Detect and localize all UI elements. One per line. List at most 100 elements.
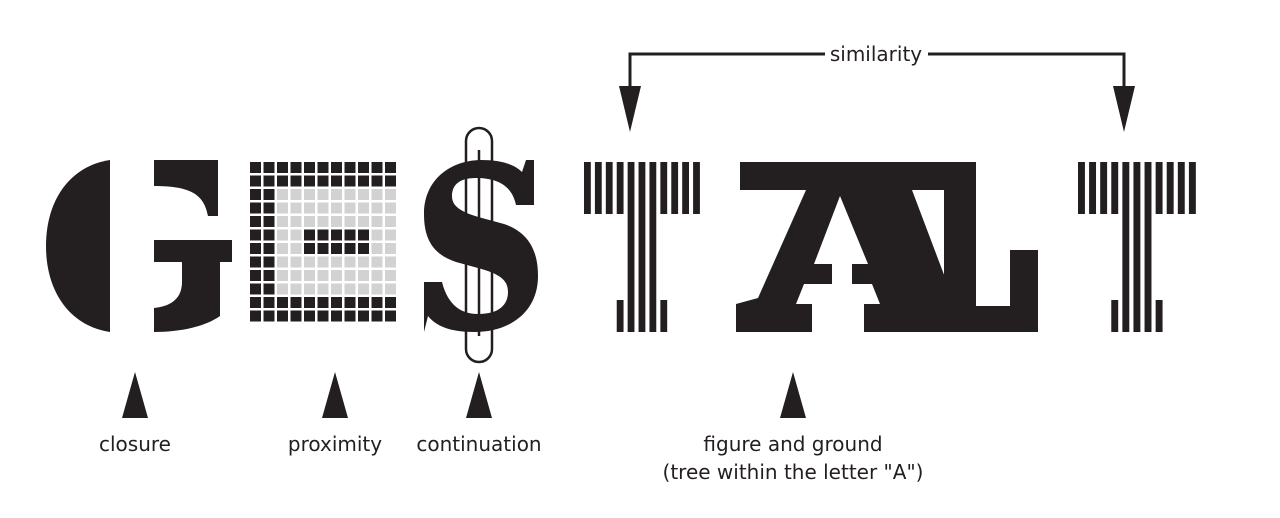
letter-s-continuation [424,126,538,364]
e-grid-cell [358,202,369,214]
similarity-arrow-left [619,86,641,132]
e-grid-cell [371,283,383,295]
e-grid-cell [263,310,275,322]
e-grid-cell [358,270,369,281]
e-grid-cell [331,310,342,322]
e-grid-cell [331,189,342,200]
e-grid-cell [277,175,288,187]
e-grid-cell [277,243,288,254]
e-grid-cell [358,175,369,187]
e-grid-cell [277,202,288,214]
e-grid-cell [344,189,356,200]
e-grid-cell [290,162,302,173]
e-grid-cell [331,243,342,254]
e-grid-cell [250,189,261,200]
t-stripe [616,162,624,214]
t-stripe [660,300,668,332]
e-grid-cell [250,256,261,268]
t-stripe [1100,162,1108,214]
figure-ground-label: figure and ground [703,432,883,456]
e-grid-cell [331,270,342,281]
t-stripe [584,162,591,214]
t-stripe [1078,162,1085,214]
t-stripe [660,162,668,214]
e-grid-cell [331,297,342,308]
t-stripe [1166,162,1174,214]
e-grid-cell [358,229,369,241]
e-grid-cell [385,310,396,322]
e-grid-cell [371,297,383,308]
e-grid-cell [385,256,396,268]
e-grid-cell [371,243,383,254]
e-grid-cell [250,202,261,214]
letter-t-striped-second [1078,162,1196,332]
e-grid-cell [304,162,315,173]
similarity-arrow-right [1113,86,1135,132]
e-grid-cell [371,162,383,173]
e-grid-cell [263,243,275,254]
e-grid-cell [344,243,356,254]
e-grid-cell [385,283,396,295]
t-stripe [594,162,602,214]
t-stripe [627,162,635,332]
e-grid-cell [290,297,302,308]
e-grid-cell [263,175,275,187]
e-grid-cell [290,229,302,241]
closure-arrow [122,372,148,418]
e-grid-cell [344,297,356,308]
e-grid-cell [263,229,275,241]
figure-ground-sublabel: (tree within the letter "A") [662,460,924,484]
e-grid-cell [344,283,356,295]
e-grid-cell [304,175,315,187]
e-grid-cell [371,202,383,214]
e-grid-cell [385,243,396,254]
e-grid-cell [277,297,288,308]
e-grid-cell [358,256,369,268]
letter-l-figure-ground [944,162,1038,332]
e-grid-cell [317,216,329,227]
e-grid-cell [290,216,302,227]
e-grid-cell [317,297,329,308]
e-grid-cell [317,162,329,173]
e-grid-cell [290,202,302,214]
e-grid-cell [331,283,342,295]
e-grid-cell [290,243,302,254]
e-grid-cell [290,283,302,295]
e-grid-cell [331,229,342,241]
e-grid-cell [371,216,383,227]
e-grid-cell [385,216,396,227]
e-grid-cell [304,310,315,322]
e-grid-cell [317,270,329,281]
t-stripe [1144,162,1152,332]
e-grid-cell [277,256,288,268]
e-grid-cell [385,270,396,281]
e-grid-cell [358,283,369,295]
continuation-label: continuation [416,432,542,456]
e-grid-cell [371,310,383,322]
e-grid-cell [250,243,261,254]
letter-g-closure [46,160,232,332]
e-grid-cell [277,270,288,281]
e-grid-cell [371,256,383,268]
e-grid-cell [358,216,369,227]
e-grid-cell [250,229,261,241]
e-grid-cell [263,270,275,281]
t-stripe [1188,162,1196,214]
e-grid-cell [371,229,383,241]
e-grid-cell [358,310,369,322]
e-grid-cell [250,283,261,295]
t-stripe [1155,162,1163,214]
e-grid-cell [304,229,315,241]
e-grid-cell [385,297,396,308]
e-grid-cell [317,243,329,254]
e-grid-cell [250,216,261,227]
letter-a-figure-ground [736,162,976,332]
e-grid-cell [371,175,383,187]
e-grid-cell [250,270,261,281]
e-grid-cell [263,202,275,214]
t-stripe [1155,300,1163,332]
e-grid-cell [385,175,396,187]
similarity-label: similarity [826,41,926,67]
e-grid-cell [331,175,342,187]
e-grid-cell [263,283,275,295]
